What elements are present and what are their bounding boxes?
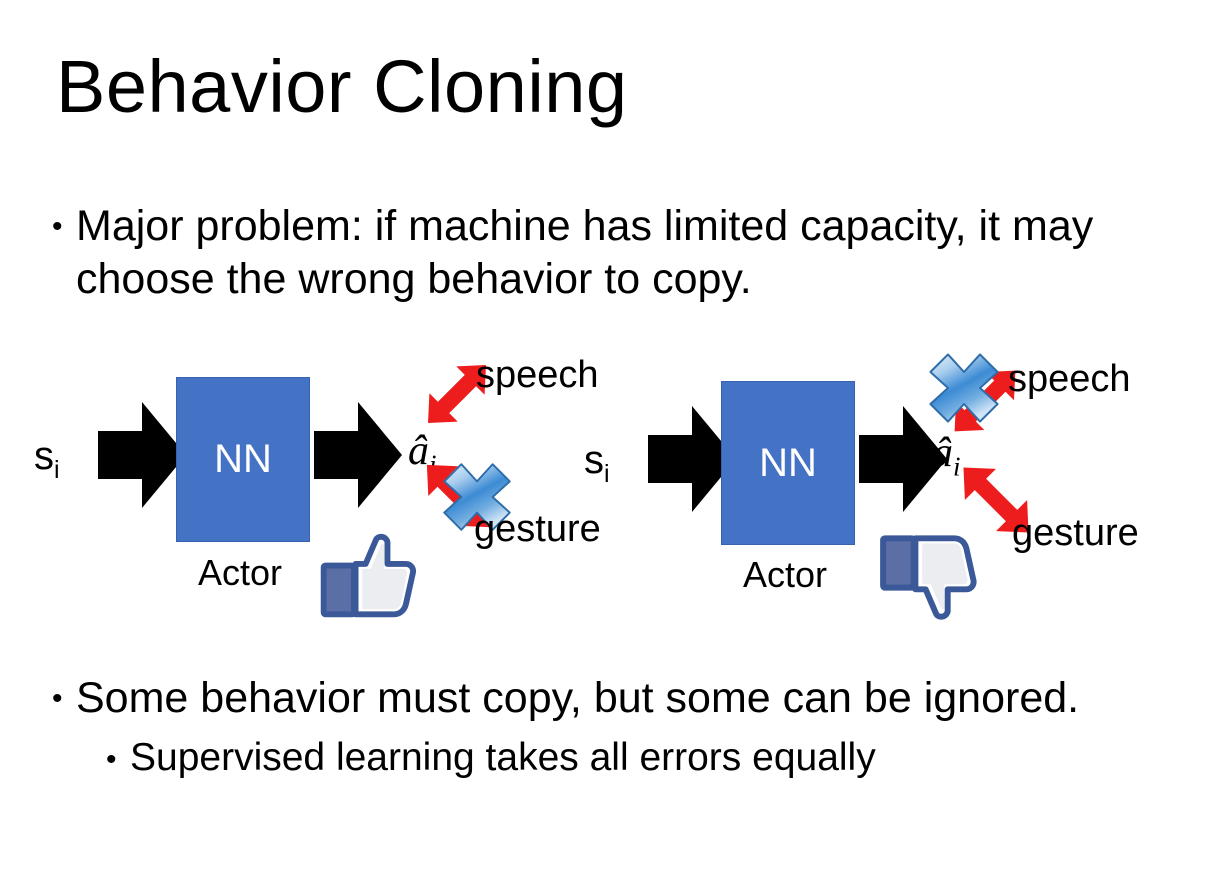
bullet-bottom-level2-text: Supervised learning takes all errors equ… — [130, 736, 876, 779]
bullet-top: • Major problem: if machine has limited … — [52, 200, 1122, 306]
actor-label-left: Actor — [198, 552, 283, 593]
state-label-right: si — [584, 438, 610, 488]
bullet-marker-icon: • — [52, 210, 63, 243]
nn-box-right: NN — [721, 381, 855, 545]
bullet-bottom-level1: • Some behavior must copy, but some can … — [52, 672, 1162, 725]
double-arrow-gesture-right — [963, 467, 1029, 533]
state-label-left: si — [34, 434, 60, 484]
cross-out-icon-right — [929, 353, 999, 423]
diagram-right: si NN Actor âi — [560, 340, 1150, 640]
action-label-left: âi — [408, 428, 437, 480]
double-arrow-speech-left — [428, 365, 486, 423]
diagram-left: si NN Actor âi — [14, 340, 604, 640]
bullet-top-text: Major problem: if machine has limited ca… — [76, 202, 1094, 303]
nn-box-label-left: NN — [214, 437, 272, 481]
action-label-right: âi — [932, 430, 961, 482]
output-label-gesture-left: gesture — [474, 508, 601, 550]
bullet-marker-icon: • — [106, 743, 117, 776]
bullet-bottom-level2: • Supervised learning takes all errors e… — [106, 733, 1166, 783]
nn-box-label-right: NN — [759, 440, 817, 485]
output-label-speech-left: speech — [476, 354, 599, 396]
nn-box-left: NN — [176, 377, 310, 542]
output-label-gesture-right: gesture — [1012, 512, 1139, 554]
output-arrow-icon-left — [314, 402, 402, 508]
actor-label-right: Actor — [743, 554, 828, 595]
bullet-marker-icon: • — [52, 682, 63, 715]
output-arrow-icon-right — [859, 406, 947, 512]
cross-out-icon-left — [443, 463, 511, 531]
page-title: Behavior Cloning — [56, 45, 628, 128]
thumbs-down-icon — [880, 535, 977, 620]
input-arrow-icon-right — [648, 406, 736, 512]
thumbs-up-icon — [320, 533, 416, 618]
output-label-speech-right: speech — [1008, 358, 1131, 400]
input-arrow-icon-left — [98, 402, 186, 508]
bullet-bottom-level1-text: Some behavior must copy, but some can be… — [76, 674, 1080, 722]
